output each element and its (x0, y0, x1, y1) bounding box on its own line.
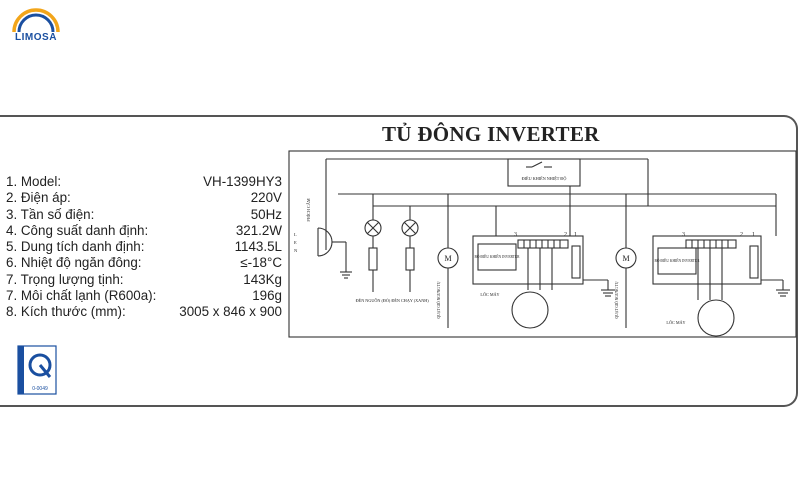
compressor-left-label: LỐC MÁY (480, 292, 499, 297)
spec-label: 4. Công suất danh định: (6, 222, 149, 238)
diagram-frame (288, 150, 797, 338)
spec-value: VH-1399HY3 (203, 174, 282, 189)
spec-value: 143Kg (243, 271, 282, 287)
logo-arc-icon (12, 8, 60, 33)
spec-value: 50Hz (250, 206, 282, 222)
thermostat-switch-icon (531, 161, 543, 168)
power-lamp-label: ĐÈN NGUỒN (ĐỎ) (356, 298, 391, 303)
spec-list: 1. Model: VH-1399HY3 2. Điện áp: 220V 3. T… (6, 174, 282, 321)
terminal-label-3-left: 3 (514, 232, 517, 238)
terminal-block-right (685, 239, 737, 249)
plug-pin-l: L (294, 232, 297, 237)
spec-value: 220V (250, 190, 282, 206)
controller-right-box (652, 235, 762, 285)
spec-value: ≤-18°C (240, 255, 282, 271)
spec-row: 2. Điện áp: 220V (6, 190, 282, 206)
spec-label: 6. Nhiệt độ ngăn đông: (6, 255, 142, 271)
brand-logo: LIMOSA (8, 8, 64, 44)
spec-row: 7. Trọng lượng tịnh: 143Kg (6, 272, 282, 288)
logo-text: LIMOSA (15, 32, 57, 43)
spec-label: 3. Tần số điện: (6, 206, 95, 222)
thermostat-label: ĐIỀU KHIỂN NHIỆT ĐỘ (522, 176, 567, 181)
terminal-label-1-right: 1 (752, 232, 755, 238)
spec-label: 1. Model: (6, 174, 62, 189)
fan-left-label: QUẠT GIÓ NGƯNG TỤ (436, 281, 441, 318)
spec-value: 196g (252, 288, 282, 304)
fan-left-motor-symbol: M (444, 254, 451, 263)
spec-row: 8. Kích thước (mm): 3005 x 846 x 900 (6, 304, 282, 320)
run-lamp-label: ĐÈN CHẠY (XANH) (391, 298, 429, 303)
terminal-label-3-right: 3 (682, 232, 685, 238)
certification-mark: 0-0049 (17, 345, 57, 395)
spec-label: 7. Trọng lượng tịnh: (6, 271, 124, 287)
plug-label: PHÍCH CẮM (305, 198, 311, 221)
label-title: TỦ ĐÔNG INVERTER (382, 122, 600, 146)
spec-value: 1143.5L (234, 239, 282, 255)
terminal-label-1-left: 1 (574, 232, 577, 238)
spec-label: 5. Dung tích danh định: (6, 239, 145, 255)
compressor-right-icon (697, 299, 735, 337)
fan-right-motor-symbol: M (622, 254, 629, 263)
terminal-block-left (517, 239, 569, 249)
spec-label: 8. Kích thước (mm): (6, 304, 126, 320)
controller-right-label: BỘ ĐIỀU KHIỂN INVERTER (655, 258, 701, 263)
wiring-diagram: ĐIỀU KHIỂN NHIỆT ĐỘ PHÍCH CẮM L E N ĐÈN … (288, 150, 797, 338)
plug-pin-e: E (294, 240, 297, 245)
certification-code: 0-0049 (32, 386, 48, 392)
fan-right-label: QUẠT GIÓ NGƯNG TỤ (614, 281, 619, 318)
spec-row: 6. Nhiệt độ ngăn đông: ≤-18°C (6, 255, 282, 271)
spec-row: 7. Môi chất lạnh (R600a): 196g (6, 288, 282, 304)
compressor-left-icon (511, 291, 549, 329)
plug-icon (317, 227, 333, 257)
terminal-label-2-left: 2 (564, 232, 567, 238)
spec-row: 1. Model: VH-1399HY3 (6, 174, 282, 190)
certification-icon: 0-0049 (17, 345, 57, 395)
spec-label: 2. Điện áp: (6, 190, 71, 206)
spec-value: 321.2W (235, 222, 282, 238)
spec-row: 5. Dung tích danh định: 1143.5L (6, 239, 282, 255)
product-label-panel (0, 115, 798, 407)
thermostat-box (507, 158, 581, 187)
spec-row: 3. Tần số điện: 50Hz (6, 207, 282, 223)
terminal-label-2-right: 2 (740, 232, 743, 238)
plug-pin-n: N (294, 248, 298, 253)
spec-row: 4. Công suất danh định: 321.2W (6, 223, 282, 239)
controller-left-label: BỘ ĐIỀU KHIỂN INVERTER (475, 254, 521, 259)
compressor-right-label: LỐC MÁY (666, 320, 685, 325)
spec-value: 3005 x 846 x 900 (179, 304, 282, 320)
spec-label: 7. Môi chất lạnh (R600a): (6, 288, 157, 304)
